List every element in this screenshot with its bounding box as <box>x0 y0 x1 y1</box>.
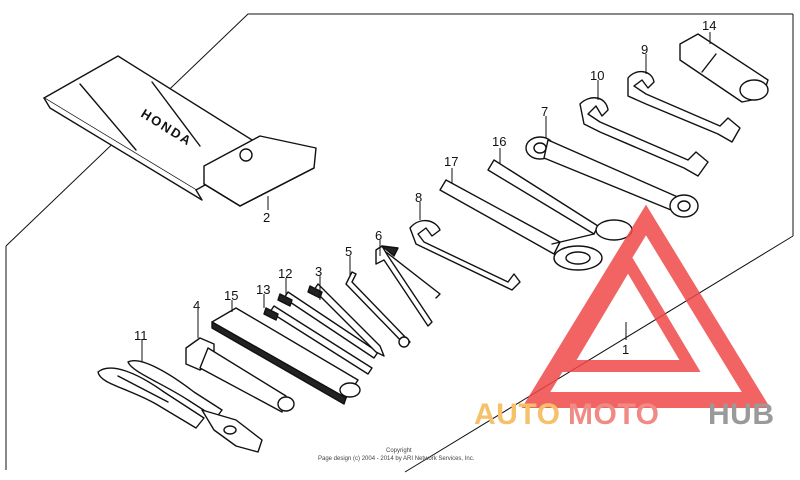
open-end-wrench-8 <box>409 220 521 291</box>
callout-9: 9 <box>641 42 648 57</box>
callout-12: 12 <box>278 266 292 281</box>
callout-11: 11 <box>134 328 148 343</box>
callout-4: 4 <box>193 298 200 313</box>
callout-3: 3 <box>315 264 322 279</box>
screwdriver-handle <box>211 307 361 405</box>
callout-16: 16 <box>492 134 506 149</box>
hex-wrench-5mm <box>345 271 411 348</box>
hex-wrench-6mm <box>375 245 441 327</box>
kit-boundary <box>5 13 794 473</box>
callout-6: 6 <box>375 228 382 243</box>
callout-1: 1 <box>622 342 629 357</box>
callout-15: 15 <box>224 288 238 303</box>
phillips-screwdriver <box>263 305 373 375</box>
leader-lines <box>141 32 711 362</box>
callout-2: 2 <box>263 210 270 225</box>
box-wrench-16 <box>487 159 603 271</box>
copyright-line1: Copyright <box>386 448 412 454</box>
copyright-line2: Page design (c) 2004 - 2014 by ARI Netwo… <box>318 456 475 462</box>
pliers <box>97 360 263 453</box>
callout-14: 14 <box>702 18 716 33</box>
callout-8: 8 <box>415 190 422 205</box>
open-end-wrench-9 <box>627 71 741 143</box>
callout-17: 17 <box>444 154 458 169</box>
watermark-word-auto: AUTO <box>474 398 560 431</box>
open-end-wrench-10 <box>579 97 709 177</box>
tool-pouch: HONDA <box>43 55 317 207</box>
callout-10: 10 <box>590 68 604 83</box>
spark-plug-wrench <box>185 337 295 413</box>
socket-handle-14 <box>679 33 769 103</box>
callout-13: 13 <box>256 282 270 297</box>
callout-7: 7 <box>541 104 548 119</box>
watermark-word-hub: HUB <box>708 398 775 431</box>
logo-triangle-outer <box>521 204 771 408</box>
watermark-logo <box>521 204 771 408</box>
callout-5: 5 <box>345 244 352 259</box>
ring-wrench-7 <box>525 136 699 241</box>
watermark-word-moto: MOTO <box>568 398 659 431</box>
logo-triangle-inner <box>555 250 701 372</box>
watermark-wordmark: AUTO MOTO HUB <box>474 398 775 431</box>
